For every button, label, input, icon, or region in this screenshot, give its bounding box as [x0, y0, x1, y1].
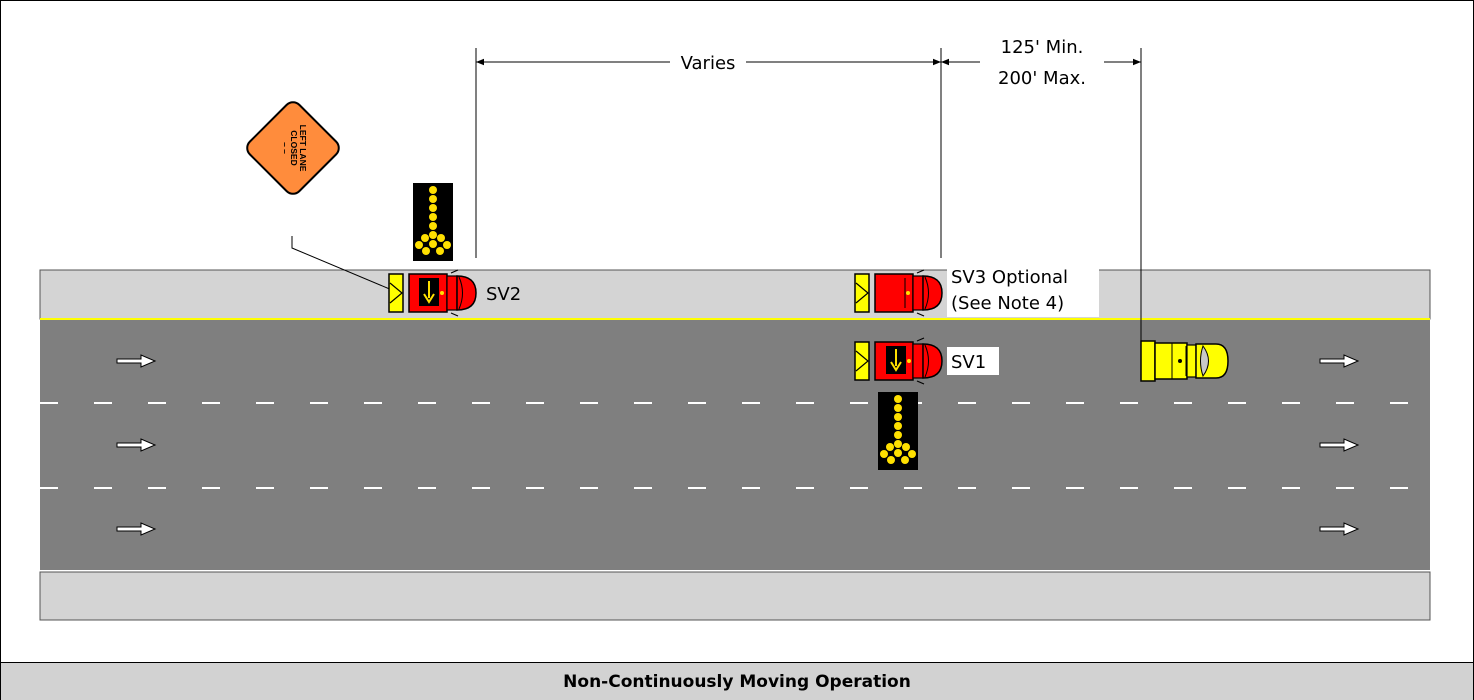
left-lane-closed-sign: LEFT LANE CLOSED – – [246, 101, 393, 291]
lane-closure-diagram: Varies 125' Min. 200' Max. LEFT LANE CLO… [39, 37, 1431, 621]
roadway [39, 269, 1431, 621]
sign-line-2: CLOSED [289, 130, 299, 165]
top-shoulder [39, 269, 1431, 320]
sv2-label: SV2 [486, 284, 521, 305]
varies-label: Varies [681, 53, 736, 74]
dimensions: Varies 125' Min. 200' Max. [475, 37, 1142, 343]
sv1-vehicle: SV1 [854, 337, 999, 385]
sv2-vehicle: SV2 [388, 269, 521, 317]
bottom-shoulder [39, 571, 1431, 621]
gap-min-label: 125' Min. [1001, 37, 1084, 58]
arrow-board-upper [413, 183, 453, 261]
sign-line-1: LEFT LANE [298, 125, 308, 172]
sv3-label-line-2: (See Note 4) [951, 293, 1064, 314]
sv1-label: SV1 [951, 352, 986, 373]
gap-max-label: 200' Max. [998, 68, 1086, 89]
sign-leader-line [291, 236, 393, 291]
sv3-label-line-1: SV3 Optional [951, 267, 1068, 288]
sign-line-3: – – [280, 142, 290, 154]
arrow-board-lower [878, 392, 918, 470]
advance-warning-vehicle [1140, 340, 1229, 382]
sv3-vehicle: SV3 Optional (See Note 4) [854, 263, 1099, 317]
diagram-title: Non-Continuously Moving Operation [1, 662, 1473, 700]
